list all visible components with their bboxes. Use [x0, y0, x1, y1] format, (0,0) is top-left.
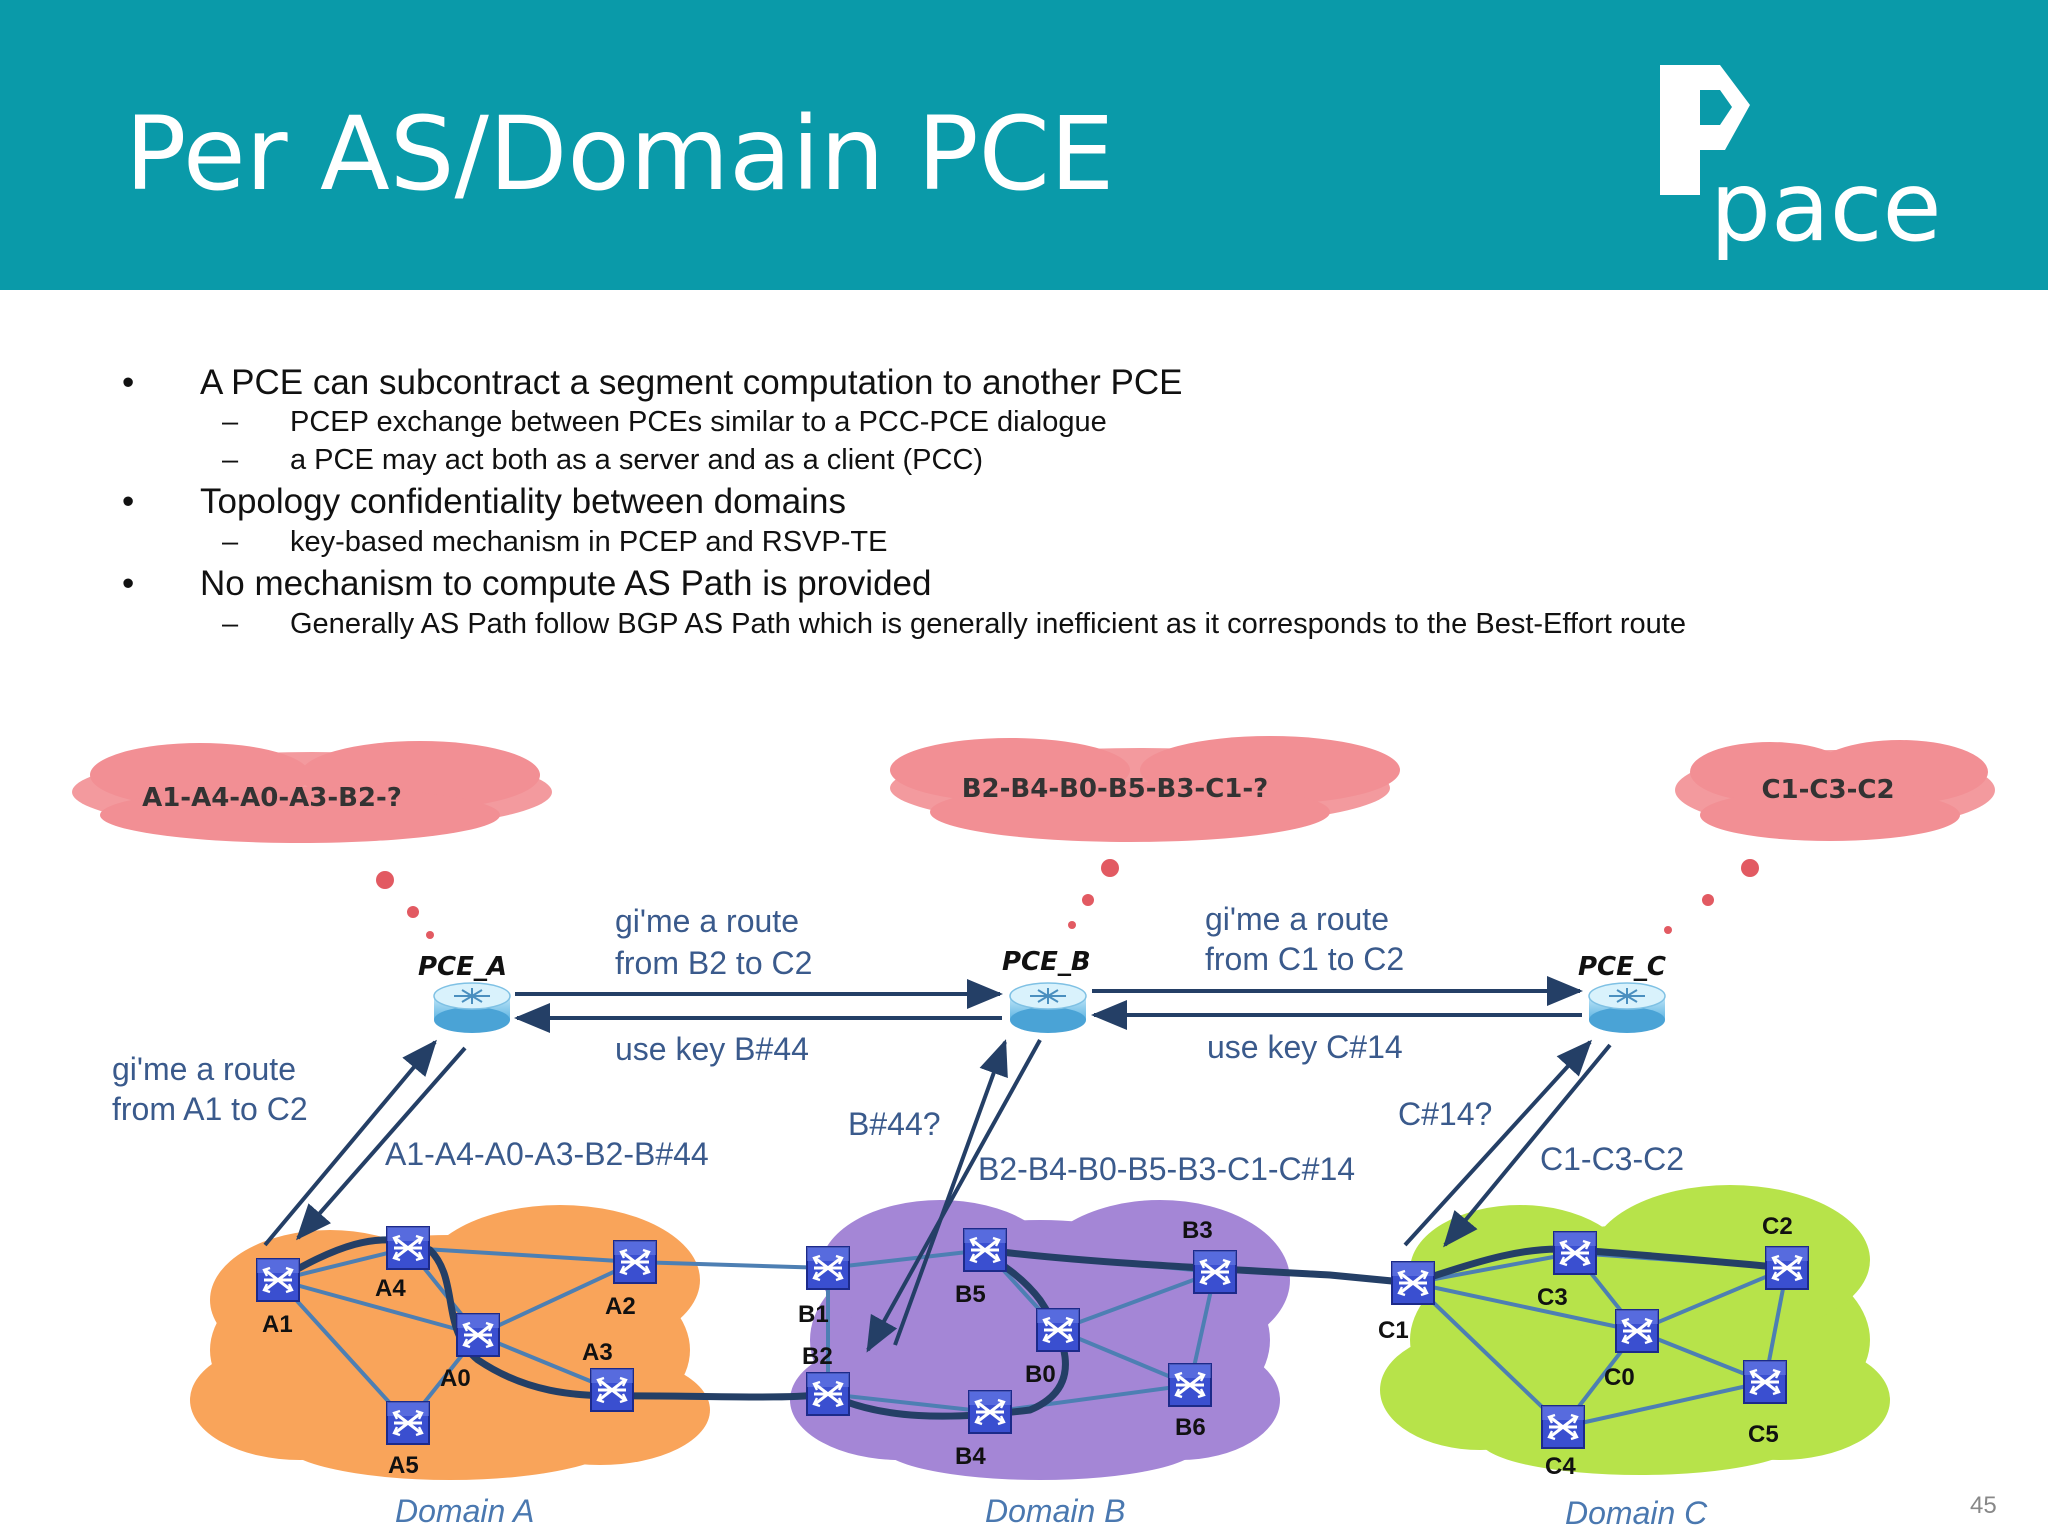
node-label-a0: A0 — [440, 1365, 471, 1392]
node-c3: C3 — [1537, 1230, 1598, 1311]
msg-a-request-line1: gi'me a route — [112, 1051, 296, 1087]
thought-cloud-c: C1-C3-C2 — [1675, 740, 1995, 841]
sub-bullet-marker: – — [222, 608, 239, 640]
msg-ab-request-line2: from B2 to C2 — [615, 945, 812, 981]
msg-bc-reply: use key C#14 — [1207, 1029, 1403, 1065]
msg-a-reply: A1-A4-A0-A3-B2-B#44 — [385, 1136, 709, 1172]
node-a5: A5 — [385, 1400, 431, 1479]
msg-b-reply: B2-B4-B0-B5-B3-C1-C#14 — [978, 1151, 1355, 1187]
node-b1: B1 — [798, 1245, 851, 1328]
node-label-c0: C0 — [1604, 1364, 1635, 1391]
node-label-b2: B2 — [802, 1343, 833, 1370]
node-b5: B5 — [955, 1227, 1008, 1308]
bullet-item: Topology confidentiality between domains — [200, 482, 846, 521]
thought-dots-a — [376, 871, 434, 939]
sub-bullet-item: Generally AS Path follow BGP AS Path whi… — [290, 608, 1686, 640]
logo-wordmark: pace — [1710, 151, 1942, 263]
thought-text-b: B2-B4-B0-B5-B3-C1-? — [962, 774, 1269, 804]
node-label-b5: B5 — [955, 1281, 986, 1308]
sub-bullet-item: a PCE may act both as a server and as a … — [290, 444, 984, 476]
node-label-a5: A5 — [388, 1452, 419, 1479]
thought-cloud-b: B2-B4-B0-B5-B3-C1-? — [890, 736, 1400, 842]
node-label-c2: C2 — [1762, 1213, 1793, 1240]
node-label-b3: B3 — [1182, 1217, 1213, 1244]
domain-label-b: Domain B — [985, 1493, 1126, 1529]
node-c2: C2 — [1762, 1213, 1810, 1291]
pce-a-router — [433, 982, 511, 1034]
node-label-b1: B1 — [798, 1301, 829, 1328]
thought-cloud-a: A1-A4-A0-A3-B2-? — [72, 741, 552, 843]
thought-text-c: C1-C3-C2 — [1761, 775, 1894, 805]
node-label-c4: C4 — [1545, 1453, 1576, 1480]
sub-bullet-item: PCEP exchange between PCEs similar to a … — [290, 406, 1107, 438]
message-arrows — [263, 976, 1612, 1353]
node-a2: A2 — [605, 1239, 658, 1320]
node-b2: B2 — [802, 1343, 851, 1417]
bullet-marker: • — [122, 564, 135, 603]
msg-c-reply: C1-C3-C2 — [1540, 1141, 1684, 1177]
node-a1: A1 — [255, 1257, 301, 1338]
pce-a-label: PCE_A — [418, 952, 507, 982]
node-c4: C4 — [1540, 1404, 1586, 1480]
sub-bullet-item: key-based mechanism in PCEP and RSVP-TE — [290, 526, 888, 558]
slide-title: Per AS/Domain PCE — [125, 95, 1115, 214]
node-c0: C0 — [1604, 1308, 1660, 1391]
node-b4: B4 — [955, 1389, 1013, 1470]
node-a3: A3 — [582, 1339, 635, 1413]
logo-mark-cut-icon — [1700, 90, 1732, 125]
node-label-a1: A1 — [262, 1311, 293, 1338]
domain-label-a: Domain A — [395, 1493, 534, 1529]
node-b0: B0 — [1025, 1307, 1081, 1388]
node-c1: C1 — [1378, 1260, 1436, 1344]
node-label-b6: B6 — [1175, 1414, 1206, 1441]
pce-c-router — [1588, 982, 1666, 1034]
node-label-a2: A2 — [605, 1293, 636, 1320]
thought-text-a: A1-A4-A0-A3-B2-? — [142, 783, 402, 813]
thought-dots-c — [1664, 859, 1759, 934]
node-label-b4: B4 — [955, 1443, 986, 1470]
msg-bc-request-line2: from C1 to C2 — [1205, 941, 1404, 977]
node-label-b0: B0 — [1025, 1361, 1056, 1388]
node-b6: B6 — [1167, 1362, 1213, 1441]
msg-a-request-line2: from A1 to C2 — [112, 1091, 308, 1127]
node-a0: A0 — [440, 1312, 501, 1392]
bullet-item: No mechanism to compute AS Path is provi… — [200, 564, 932, 603]
thought-dots-b — [1068, 859, 1119, 929]
pce-b-router — [1009, 982, 1087, 1034]
node-label-a3: A3 — [582, 1339, 613, 1366]
sub-bullet-marker: – — [222, 406, 239, 438]
node-label-c1: C1 — [1378, 1317, 1409, 1344]
pce-c-label: PCE_C — [1578, 952, 1666, 982]
msg-c-query: C#14? — [1398, 1096, 1492, 1132]
bullet-marker: • — [122, 363, 135, 402]
domain-label-c: Domain C — [1565, 1495, 1708, 1531]
node-c5: C5 — [1742, 1359, 1788, 1448]
node-label-a4: A4 — [375, 1275, 406, 1302]
node-b3: B3 — [1182, 1217, 1238, 1295]
pace-logo: pace — [1660, 65, 1942, 263]
node-a4: A4 — [375, 1225, 431, 1302]
pce-b-label: PCE_B — [1002, 947, 1091, 977]
sub-bullet-marker: – — [222, 526, 239, 558]
node-label-c3: C3 — [1537, 1284, 1568, 1311]
logo-mark-icon — [1660, 65, 1750, 195]
node-label-c5: C5 — [1748, 1421, 1779, 1448]
slide-number: 45 — [1970, 1492, 1997, 1519]
msg-ab-reply: use key B#44 — [615, 1031, 809, 1067]
msg-b-query: B#44? — [848, 1106, 941, 1142]
bullet-marker: • — [122, 482, 135, 521]
bullet-item: A PCE can subcontract a segment computat… — [200, 363, 1183, 402]
sub-bullet-marker: – — [222, 444, 239, 476]
msg-ab-request-line1: gi'me a route — [615, 903, 799, 939]
msg-bc-request-line1: gi'me a route — [1205, 901, 1389, 937]
